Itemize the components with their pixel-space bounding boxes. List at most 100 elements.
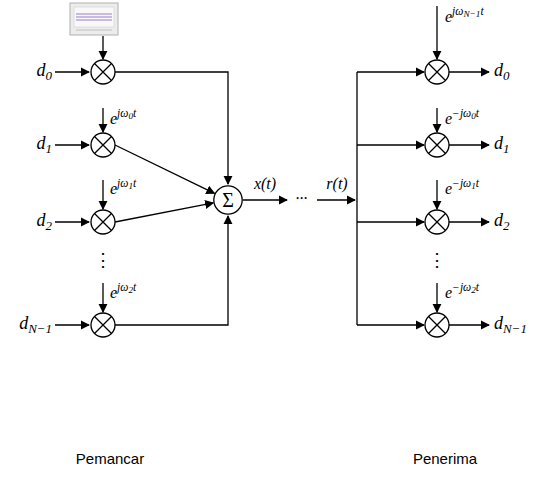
text-part: d [494, 313, 503, 333]
signal-name: r(t) [326, 175, 347, 193]
text-part: e [445, 285, 452, 302]
label-text: ejωN−1t [445, 5, 484, 26]
text-part: t [480, 5, 483, 17]
label-text: Penerima [413, 450, 477, 467]
text-part: e [445, 111, 452, 128]
text-part: d [494, 133, 503, 153]
text-part: d [37, 60, 46, 80]
text-part: N−1 [28, 321, 52, 336]
carrier-label: ejω1t [110, 177, 136, 198]
text-part: 2 [128, 286, 133, 296]
label-text: d1 [37, 133, 52, 157]
node-circle [214, 186, 242, 214]
text-part: e [110, 285, 117, 302]
summation-node: Σ [213, 185, 243, 215]
ellipsis: ⋮ [94, 251, 112, 269]
text-part: jω [117, 107, 128, 119]
text-part: −jω [452, 177, 471, 189]
text-part: d [494, 60, 503, 80]
text-part: d [37, 133, 46, 153]
exponent: jω0t [117, 107, 136, 119]
signal-name: x(t) [254, 175, 276, 193]
input-symbol: d0 [37, 60, 52, 84]
exponent: jω1t [117, 177, 136, 189]
label-text: ⋮ [94, 251, 112, 269]
label-text: r(t) [326, 175, 347, 193]
signal-wires [55, 6, 489, 325]
exponent: −jω1t [452, 177, 479, 189]
ellipsis: ⋮ [428, 251, 446, 269]
node-text-holder: Σ [222, 190, 234, 210]
exponent: −jω0t [452, 107, 479, 119]
output-symbol: d2 [494, 210, 509, 234]
input-symbol: d1 [37, 133, 52, 157]
text-part: 0 [46, 68, 52, 83]
text-part: 1 [46, 141, 52, 156]
text-part: 1 [128, 182, 133, 192]
text-part: t [476, 177, 479, 189]
section-caption: Penerima [413, 450, 477, 467]
carrier-label: e−jω2t [445, 281, 479, 302]
label-text: ⋮ [428, 251, 446, 269]
label-text: ejω2t [110, 281, 136, 302]
text-part: t [133, 107, 136, 119]
text-part: 1 [503, 141, 509, 156]
label-text: e−jω0t [445, 107, 479, 128]
text-part: t [476, 281, 479, 293]
ellipsis: ... [296, 185, 308, 203]
carrier-label: e−jω1t [445, 177, 479, 198]
output-symbol: dN−1 [494, 313, 527, 337]
text-part: 2 [46, 218, 52, 233]
text-part: t [476, 107, 479, 119]
label-text: d2 [37, 210, 52, 234]
text-part: t [133, 281, 136, 293]
output-symbol: d1 [494, 133, 509, 157]
text-part: 1 [471, 182, 476, 192]
exponent: −jω2t [452, 281, 479, 293]
text-part: N−1 [503, 321, 527, 336]
label-text: d0 [37, 60, 52, 84]
label-text: e−jω1t [445, 177, 479, 198]
label-text: e−jω2t [445, 281, 479, 302]
text-part: N−1 [463, 10, 480, 20]
text-part: −jω [452, 281, 471, 293]
label-text: ... [296, 185, 308, 203]
text-part: 0 [128, 112, 133, 122]
label-text: Pemancar [76, 450, 144, 467]
text-part: e [110, 181, 117, 198]
multiplier-symbol [91, 60, 449, 337]
label-text: ejω0t [110, 107, 136, 128]
output-symbol: d0 [494, 60, 509, 84]
carrier-label: ejω2t [110, 281, 136, 302]
input-symbol: d2 [37, 210, 52, 234]
carrier-label: ejωN−1t [445, 5, 484, 26]
text-part: t [133, 177, 136, 189]
exponent: jω2t [117, 281, 136, 293]
text-part: 2 [503, 218, 509, 233]
sum-symbol: Σ [222, 190, 234, 210]
text-part: d [37, 210, 46, 230]
text-part: e [445, 9, 452, 26]
text-part: d [494, 210, 503, 230]
section-caption: Pemancar [76, 450, 144, 467]
text-part: 0 [471, 112, 476, 122]
label-text: x(t) [254, 175, 276, 193]
label-text: dN−1 [19, 313, 52, 337]
text-part: jω [117, 281, 128, 293]
text-part: −jω [452, 107, 471, 119]
input-symbol: dN−1 [19, 313, 52, 337]
text-part: d [19, 313, 28, 333]
label-text: ejω1t [110, 177, 136, 198]
carrier-label: e−jω0t [445, 107, 479, 128]
text-part: jω [117, 177, 128, 189]
text-part: e [445, 181, 452, 198]
thumbnail-image [70, 3, 118, 35]
carrier-label: ejω0t [110, 107, 136, 128]
label-text: d2 [494, 210, 509, 234]
text-part: 2 [471, 286, 476, 296]
text-part: 0 [503, 68, 509, 83]
label-text: dN−1 [494, 313, 527, 337]
label-text: d0 [494, 60, 509, 84]
